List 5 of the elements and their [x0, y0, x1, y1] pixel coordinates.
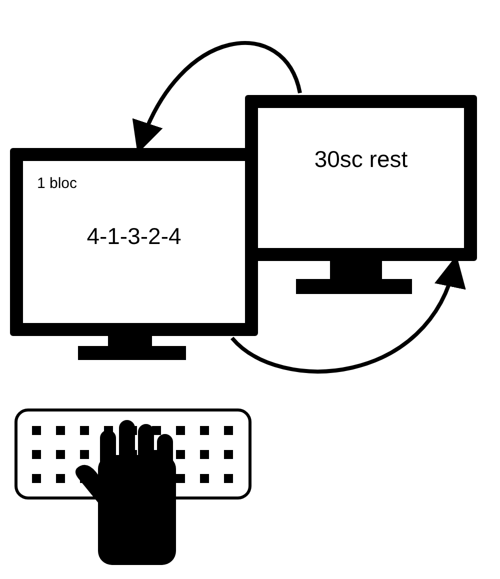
screen-caption: 1 bloc: [37, 175, 78, 192]
monitor-screen: [10, 148, 258, 336]
monitor-screen: [245, 95, 477, 261]
screen-text: 30sc rest: [313, 146, 409, 173]
screen-text: 4-1-3-2-4: [86, 223, 182, 250]
